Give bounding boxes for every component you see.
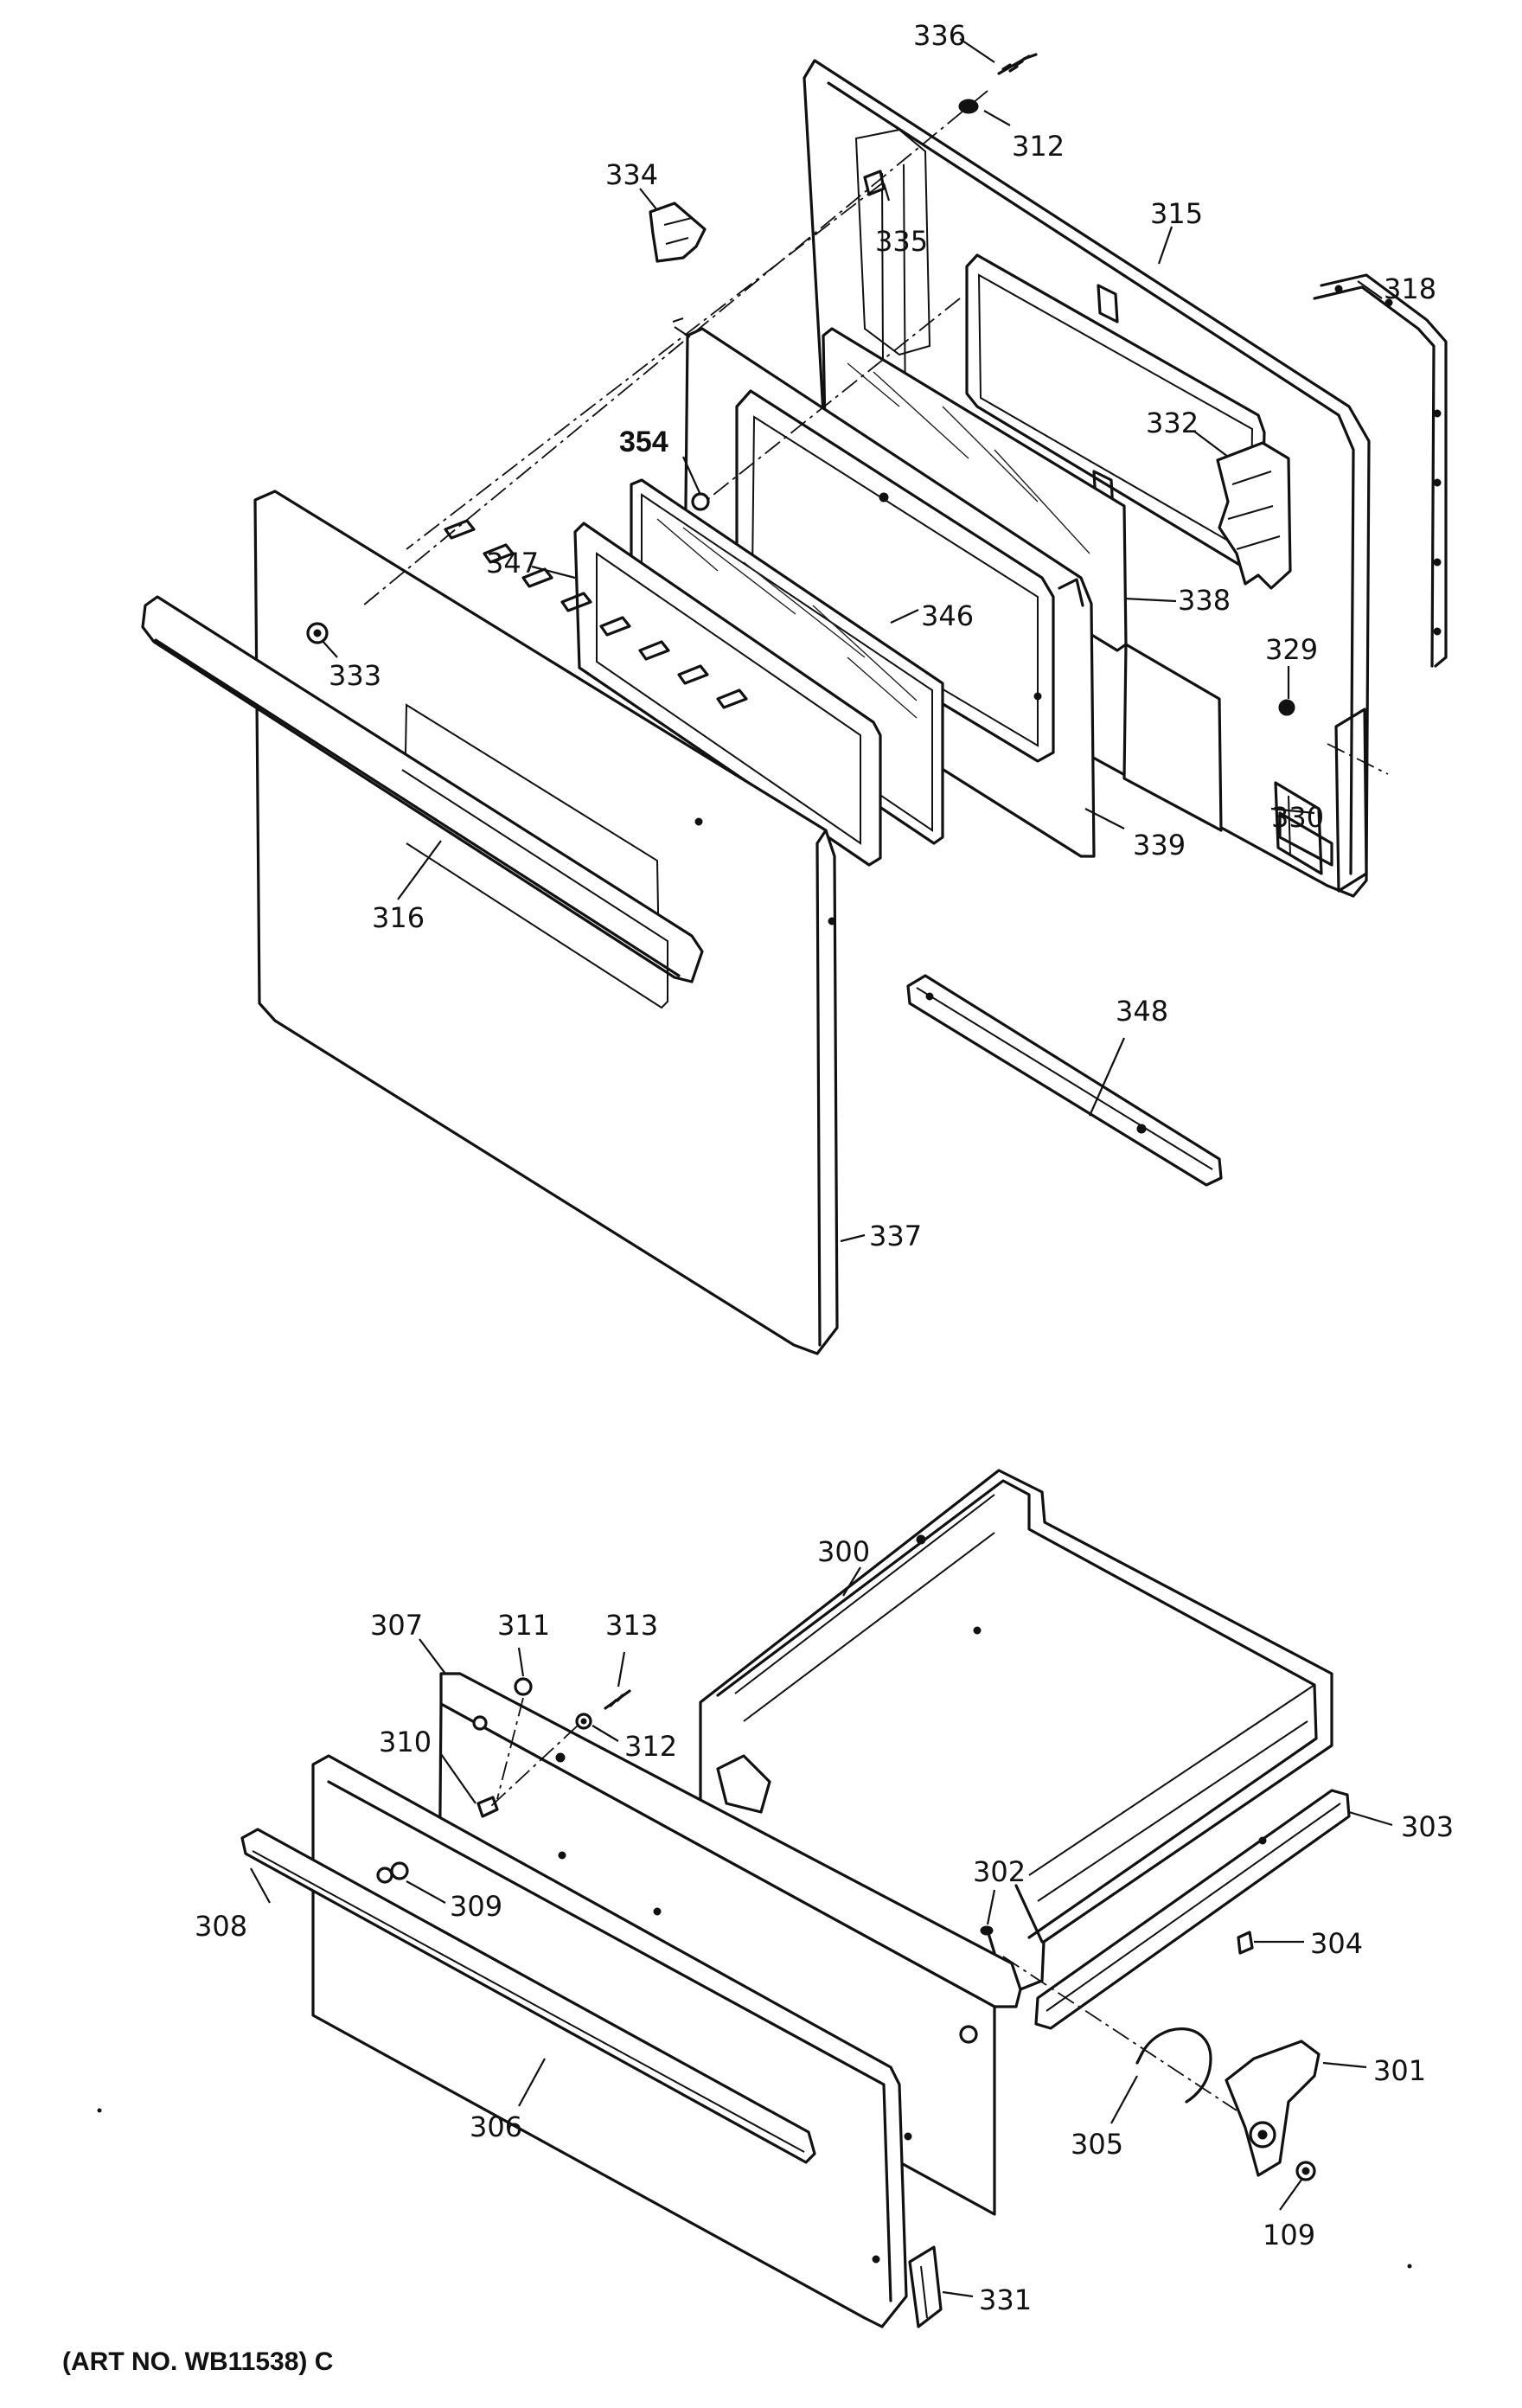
callout-labels: 336 312 334 335 315 318 354 332 347 346 … [195, 19, 1454, 2316]
label-308: 308 [195, 1910, 247, 1943]
part-332-insulation [1216, 441, 1292, 590]
label-312b: 312 [624, 1730, 677, 1763]
part-301-drawer-bracket [1225, 2040, 1321, 2177]
label-330: 330 [1271, 801, 1324, 834]
label-333: 333 [329, 659, 381, 692]
part-336-screw [997, 53, 1038, 75]
label-315: 315 [1150, 197, 1203, 230]
label-312: 312 [1012, 130, 1065, 163]
part-311-washer [514, 1677, 533, 1696]
lower-alignment-lines [490, 1697, 1237, 2111]
label-307: 307 [370, 1609, 423, 1642]
label-309: 309 [450, 1890, 502, 1923]
part-318-gasket [1313, 273, 1448, 668]
art-number: (ART NO. WB11538) C [62, 2347, 333, 2376]
part-309-screw [376, 1867, 393, 1884]
label-302: 302 [973, 1855, 1026, 1888]
label-336: 336 [913, 19, 966, 52]
part-308-drawer-handle [240, 1828, 816, 2164]
part-109-nut [1295, 2161, 1316, 2181]
part-335-door-stop [863, 170, 886, 196]
part-333-screw [306, 622, 329, 644]
part-302-screw [980, 1925, 996, 1955]
part-304-slide-stop [1237, 1931, 1254, 1955]
label-338: 338 [1178, 584, 1231, 617]
leader-lines [250, 38, 1393, 2298]
part-334-bracket [649, 202, 707, 263]
part-348-door-trim [906, 974, 1223, 1187]
label-334: 334 [605, 158, 658, 191]
label-301: 301 [1373, 2054, 1426, 2087]
upper-alignment-lines [362, 90, 1389, 775]
part-312-washer-lower [575, 1713, 592, 1730]
part-339-lower-glass [1122, 643, 1223, 832]
part-310-clip [476, 1796, 499, 1818]
label-348: 348 [1116, 995, 1168, 1028]
part-354-screw [691, 492, 710, 511]
label-347: 347 [486, 547, 539, 580]
label-318: 318 [1384, 272, 1436, 305]
part-305-clip [1135, 2027, 1212, 2104]
label-339: 339 [1133, 829, 1186, 861]
label-346: 346 [921, 599, 974, 632]
part-329-screw [1278, 699, 1295, 716]
part-316-door-handle [141, 595, 704, 1009]
label-316: 316 [372, 901, 425, 934]
label-331: 331 [979, 2283, 1032, 2316]
label-311: 311 [497, 1609, 550, 1642]
label-337: 337 [869, 1220, 922, 1252]
part-330-hinge [1274, 781, 1323, 875]
label-310: 310 [379, 1726, 432, 1758]
label-306: 306 [470, 2110, 522, 2143]
label-332: 332 [1146, 407, 1199, 439]
label-303: 303 [1401, 1810, 1454, 1843]
label-329: 329 [1265, 633, 1318, 666]
part-313-screw [604, 1689, 631, 1710]
label-354: 354 [619, 426, 668, 458]
label-300: 300 [817, 1535, 870, 1568]
part-331-end-bracket [908, 2245, 943, 2328]
label-109: 109 [1263, 2219, 1315, 2251]
stray-dot [97, 2108, 102, 2113]
label-305: 305 [1071, 2128, 1123, 2161]
label-313: 313 [605, 1609, 658, 1642]
stray-dot [1407, 2264, 1412, 2269]
label-335: 335 [875, 225, 928, 258]
label-304: 304 [1310, 1927, 1363, 1960]
part-303-drawer-slide [1034, 1789, 1351, 2030]
